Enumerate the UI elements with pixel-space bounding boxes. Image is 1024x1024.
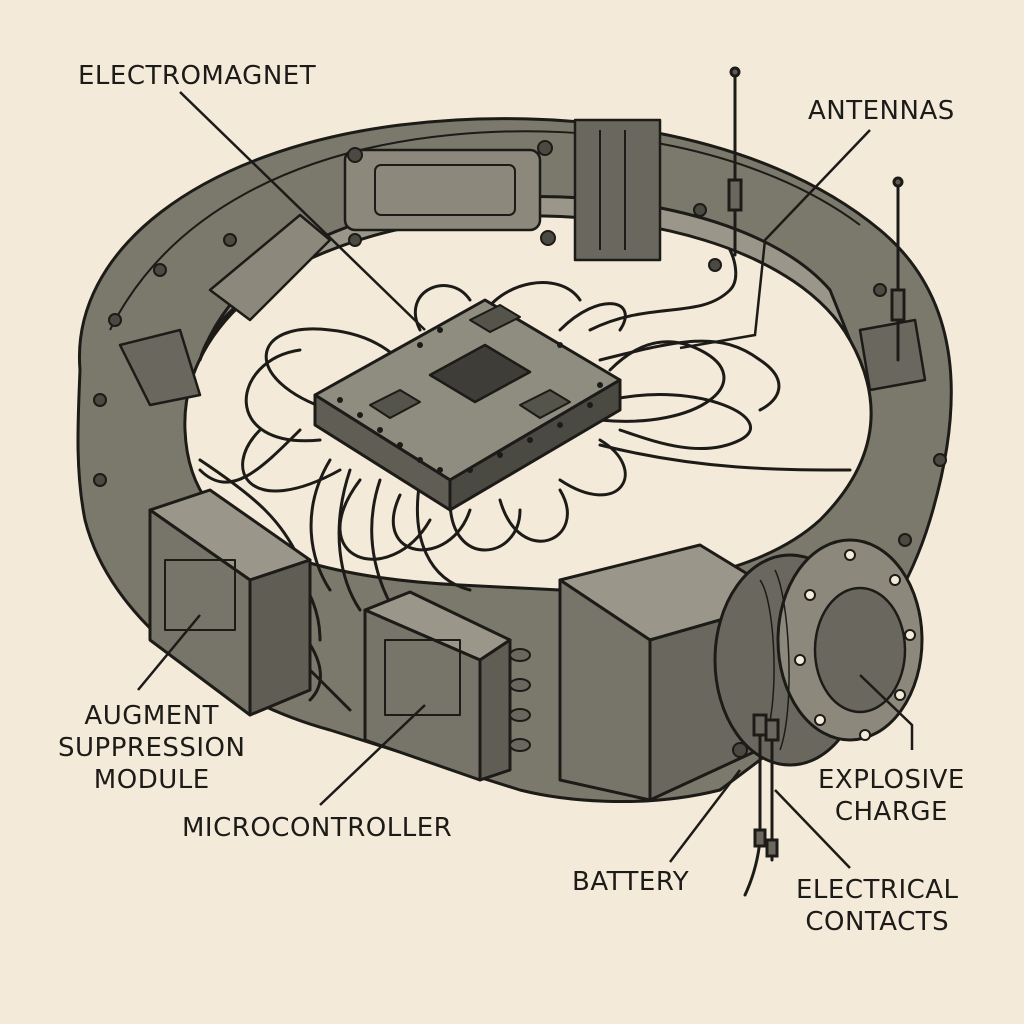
leader-electromagnet	[179, 91, 426, 331]
label-explosive-charge: EXPLOSIVE CHARGE	[818, 764, 965, 828]
label-electrical-contacts: ELECTRICAL CONTACTS	[796, 874, 959, 938]
electromagnet-chip	[428, 343, 532, 404]
wire-bundle	[198, 248, 852, 712]
label-antennas: ANTENNAS	[808, 96, 955, 126]
label-microcontroller: MICROCONTROLLER	[182, 813, 453, 843]
leader-battery	[669, 769, 741, 863]
leader-antennas	[679, 129, 871, 350]
electrical-contacts	[743, 713, 780, 897]
leader-augment	[137, 614, 201, 691]
label-augment-line3: MODULE	[93, 765, 210, 795]
label-augment-line2: SUPPRESSION	[58, 733, 246, 763]
leader-contacts	[774, 789, 851, 869]
circuit-board	[313, 298, 622, 512]
rivets	[93, 140, 947, 547]
label-battery: BATTERY	[572, 867, 690, 897]
label-augment-suppression-module: AUGMENT SUPPRESSION MODULE	[58, 700, 245, 796]
microcontroller	[363, 590, 531, 782]
top-clasp	[573, 118, 662, 262]
antennas	[727, 66, 906, 362]
leader-lines	[137, 91, 914, 869]
label-explosive-line2: CHARGE	[834, 797, 948, 827]
label-augment-line1: AUGMENT	[84, 701, 220, 731]
label-explosive-line1: EXPLOSIVE	[818, 765, 965, 795]
label-contacts-line2: CONTACTS	[805, 907, 950, 937]
explosive-charge	[713, 538, 924, 767]
panel-recess	[343, 148, 542, 232]
augment-suppression-module	[148, 488, 312, 717]
label-contacts-line1: ELECTRICAL	[796, 875, 959, 905]
label-electromagnet: ELECTROMAGNET	[78, 61, 317, 91]
leader-microcontroller	[319, 704, 426, 806]
leader-explosive	[859, 674, 914, 750]
